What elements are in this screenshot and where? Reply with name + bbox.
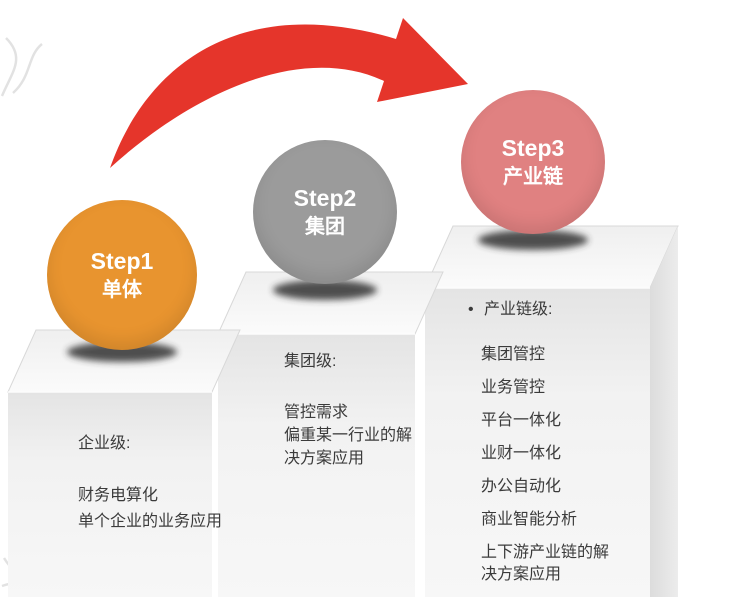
- step3-list-item: 商业智能分析: [481, 511, 578, 528]
- step2-line: 管控需求: [284, 404, 349, 421]
- step1-line: 财务电算化: [78, 487, 159, 504]
- step3-subtitle: 产业链: [503, 165, 563, 188]
- step3-list-item: 平台一体化: [481, 412, 562, 429]
- step1-circle: Step1 单体: [47, 200, 197, 350]
- step1-description: 企业级: 财务电算化 单个企业的业务应用: [78, 432, 268, 535]
- step3-list-item: 集团管控: [481, 346, 546, 363]
- circle-shadow-step3: [478, 230, 588, 250]
- bullet-icon: •: [468, 301, 474, 318]
- step2-description: 集团级: 管控需求 偏重某一行业的解决方案应用: [284, 350, 426, 470]
- pedestal-step1: [7, 329, 241, 597]
- pedestal-step2: [217, 271, 444, 597]
- step2-line: 偏重某一行业的解决方案应用: [284, 427, 413, 467]
- growth-arrow: [110, 18, 468, 168]
- step3-list-item: 业务管控: [481, 379, 546, 396]
- circle-shadow-step2: [273, 280, 377, 300]
- step2-circle: Step2 集团: [253, 140, 397, 284]
- step3-list-item: 上下游产业链的解决方案应用: [481, 544, 610, 583]
- step3-list-item: 业财一体化: [481, 445, 562, 462]
- step3-heading-label: 产业链级:: [484, 301, 553, 318]
- step1-subtitle: 单体: [102, 278, 142, 301]
- step1-line: 单个企业的业务应用: [78, 513, 223, 530]
- step3-title: Step3: [501, 135, 565, 162]
- watermark-squiggle-top: [0, 37, 43, 97]
- step3-circle: Step3 产业链: [461, 90, 605, 234]
- step2-title: Step2: [293, 185, 357, 212]
- step3-list-item: 办公自动化: [481, 478, 562, 495]
- step2-subtitle: 集团: [305, 215, 345, 238]
- step3-description: • 产业链级: 集团管控 业务管控 平台一体化 业财一体化 办公自动化 商业智能分…: [468, 298, 620, 597]
- step1-title: Step1: [90, 248, 154, 275]
- step3-heading: • 产业链级:: [468, 298, 620, 321]
- step2-heading: 集团级:: [284, 353, 337, 370]
- circle-shadow-step1: [67, 342, 177, 362]
- step1-heading: 企业级:: [78, 435, 131, 452]
